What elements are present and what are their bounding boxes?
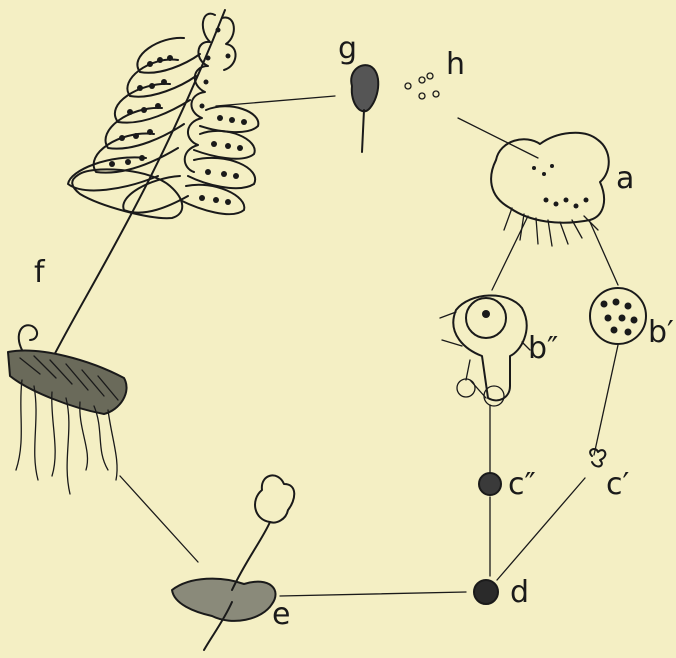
label-g: g (338, 31, 357, 66)
antheridium (590, 288, 646, 344)
archegonium (440, 295, 530, 406)
label-c-double-prime: c″ (508, 467, 536, 502)
label-f: f (34, 255, 46, 290)
label-b-double-prime: b″ (528, 331, 558, 366)
sori-dots (109, 28, 247, 206)
label-b-single-prime: b′ (648, 315, 674, 350)
prothallium (491, 133, 609, 246)
egg-cell (479, 473, 501, 495)
zygote (474, 580, 498, 604)
label-c-single-prime: c′ (606, 467, 629, 502)
fern-frond (44, 10, 258, 375)
label-d: d (510, 575, 529, 610)
label-e: e (272, 597, 290, 632)
mature-fern-sporophyte (8, 10, 258, 494)
label-h: h (446, 47, 465, 82)
spores (405, 73, 439, 99)
label-a: a (616, 161, 634, 196)
sporangium (351, 65, 378, 152)
sperm-cell (590, 449, 605, 466)
